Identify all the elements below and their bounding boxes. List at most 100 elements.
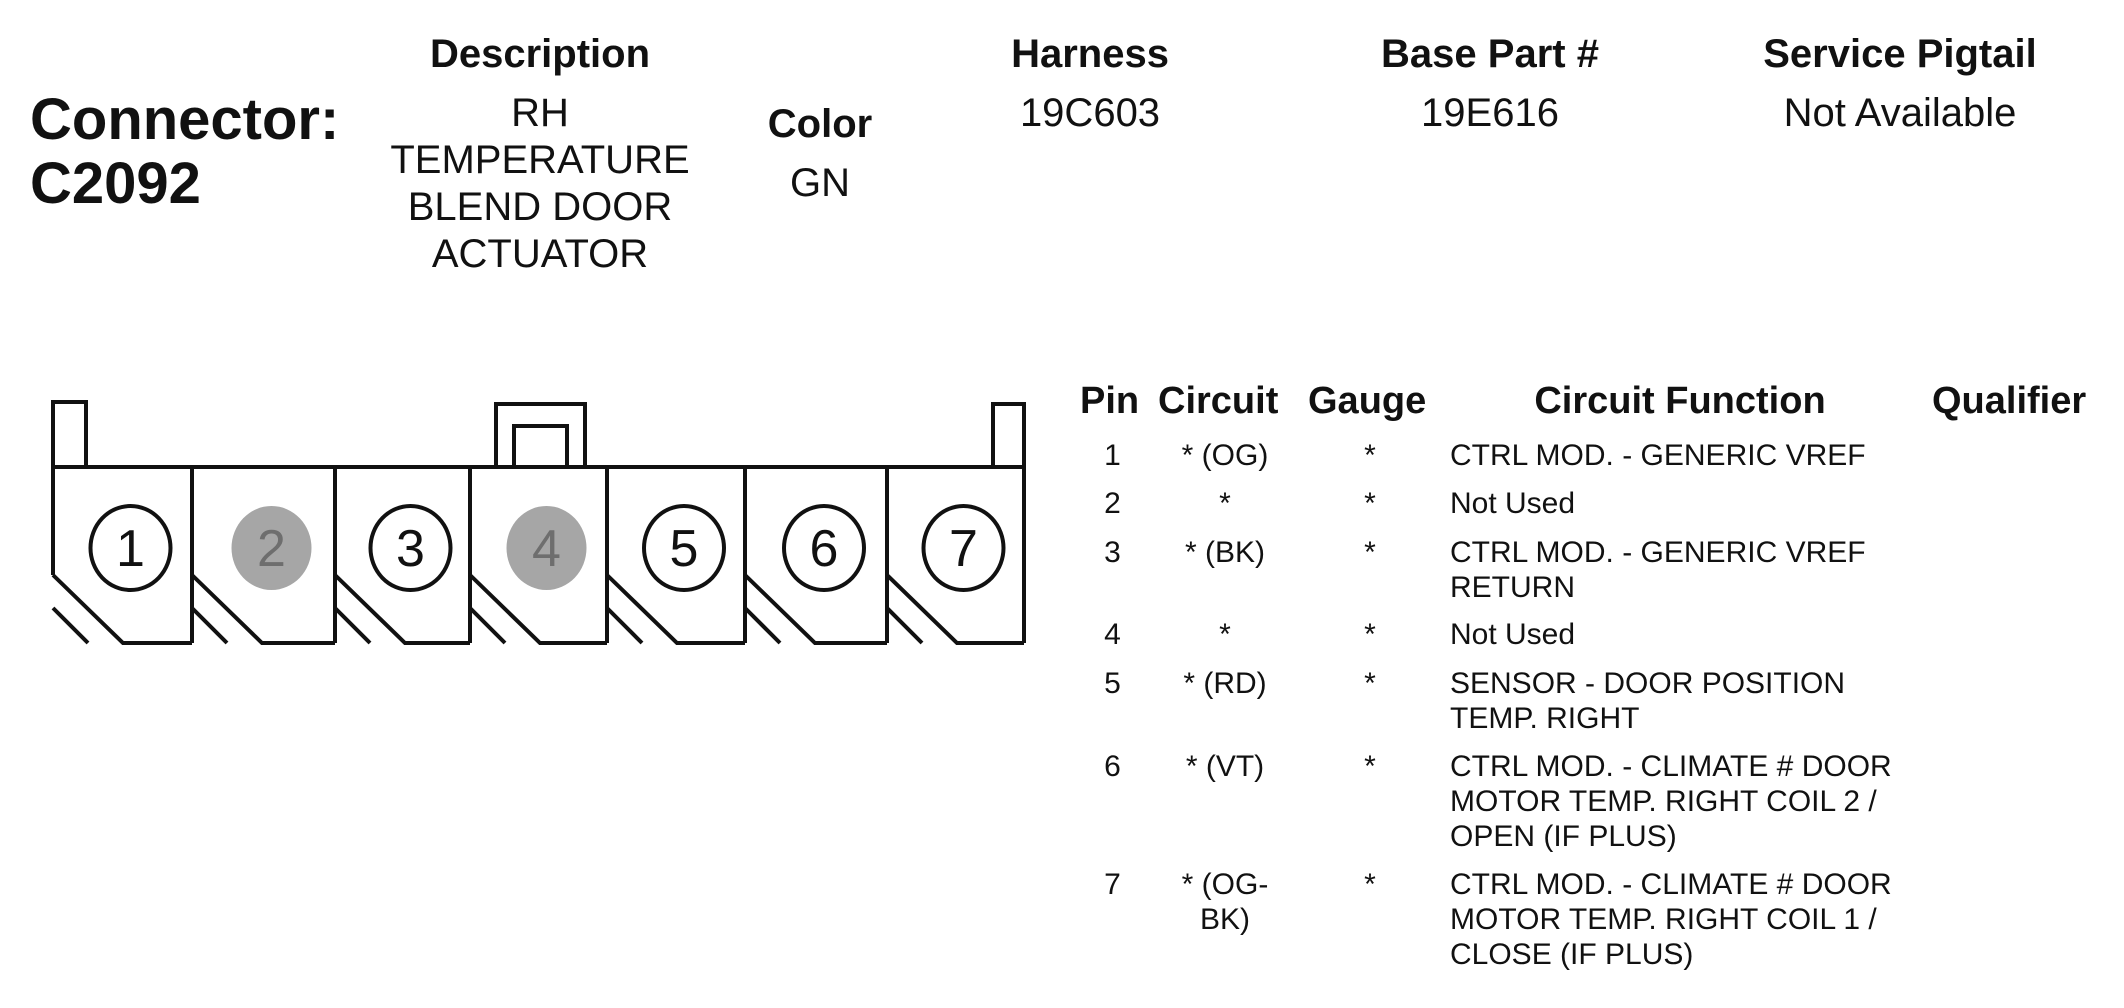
- circuit-cell: * (VT): [1160, 749, 1290, 784]
- cavity-chamfer-line: [605, 606, 644, 645]
- function-line: RETURN: [1450, 571, 1575, 604]
- pin-cell: 5: [1104, 667, 1121, 700]
- description-line: BLEND DOOR: [407, 185, 673, 229]
- circuit-line: * (VT): [1185, 750, 1265, 783]
- pin-cavity-used: [88, 504, 173, 592]
- pin-cell: 6: [1104, 750, 1121, 783]
- pin-cavity-used: [921, 504, 1006, 592]
- function-line: Not Used: [1450, 618, 1576, 651]
- base-part-value: 19E616: [1421, 91, 1559, 135]
- circuit-function-cell: CTRL MOD. - GENERIC VREF: [1450, 438, 1950, 473]
- cavity-chamfer: [885, 573, 1024, 645]
- function-line: CTRL MOD. - GENERIC VREF: [1450, 536, 1866, 569]
- gauge-cell: *: [1364, 618, 1376, 651]
- circuit-line: *: [1219, 618, 1231, 651]
- circuit-line: * (OG): [1181, 439, 1269, 472]
- pin-cavity-used: [368, 504, 453, 592]
- cavity: 4: [468, 467, 609, 645]
- circuit-line: * (OG-: [1181, 868, 1269, 901]
- cavity-chamfer: [190, 573, 335, 645]
- pin-cell: 1: [1104, 439, 1121, 472]
- function-line: MOTOR TEMP. RIGHT COIL 2 /: [1450, 785, 1877, 818]
- circuit-cell: * (BK): [1160, 535, 1290, 570]
- qualifier-column-header: Qualifier: [1932, 380, 2087, 422]
- description-line: ACTUATOR: [431, 232, 649, 276]
- gauge-column-header: Gauge: [1308, 380, 1427, 422]
- gauge-cell: *: [1364, 750, 1376, 783]
- function-line: CTRL MOD. - CLIMATE # DOOR: [1450, 868, 1892, 901]
- pin-number-label: 6: [810, 520, 839, 578]
- circuit-cell: * (OG-BK): [1160, 867, 1290, 937]
- function-line: Not Used: [1450, 487, 1576, 520]
- function-line: CLOSE (IF PLUS): [1450, 938, 1694, 971]
- function-line: OPEN (IF PLUS): [1450, 820, 1677, 853]
- circuit-line: BK): [1199, 903, 1250, 936]
- color-value: GN: [790, 161, 850, 205]
- gauge-cell: *: [1364, 536, 1376, 569]
- cavity-chamfer: [743, 573, 887, 645]
- gauge-cell: *: [1364, 667, 1376, 700]
- pin-number-label: 7: [949, 520, 978, 578]
- cavity-chamfer-line: [468, 606, 507, 645]
- cavity: 3: [333, 467, 472, 645]
- center-lock-tab: [494, 402, 587, 467]
- cavity: 1: [51, 467, 194, 645]
- pin-cavity-used: [642, 504, 726, 592]
- function-line: CTRL MOD. - GENERIC VREF: [1450, 439, 1866, 472]
- description-header: Description: [429, 32, 651, 76]
- pin-cavity-used: [782, 504, 866, 592]
- circuit-line: *: [1219, 487, 1231, 520]
- description-value: RH TEMPERATURE BLEND DOOR ACTUATOR: [370, 90, 710, 278]
- pin-number-label: 3: [396, 520, 425, 578]
- connector-id: C2092: [30, 151, 201, 216]
- pin-number-label: 1: [116, 520, 145, 578]
- circuit-function-cell: Not Used: [1450, 486, 1950, 521]
- pin-number-label: 2: [257, 520, 286, 578]
- gauge-cell: *: [1364, 868, 1376, 901]
- circuit-cell: * (RD): [1160, 666, 1290, 701]
- connector-label: Connector: C2092: [30, 88, 339, 216]
- function-line: CTRL MOD. - CLIMATE # DOOR: [1450, 750, 1892, 783]
- cavity-chamfer: [51, 573, 192, 645]
- circuit-cell: *: [1160, 486, 1290, 521]
- cavity: 7: [885, 504, 1024, 645]
- color-header: Color: [767, 102, 873, 146]
- cavity-chamfer-line: [190, 606, 229, 645]
- description-line: RH: [511, 91, 569, 135]
- cavity-chamfer-line: [743, 606, 782, 645]
- function-line: SENSOR - DOOR POSITION: [1450, 667, 1846, 700]
- circuit-cell: * (OG): [1160, 438, 1290, 473]
- function-line: TEMP. RIGHT: [1450, 702, 1640, 735]
- pin-number-label: 5: [670, 520, 699, 578]
- description-line: TEMPERATURE: [390, 138, 690, 182]
- service-pigtail-value: Not Available: [1783, 91, 2017, 135]
- connector-label-line1: Connector:: [30, 87, 340, 152]
- cavity-chamfer: [468, 573, 607, 645]
- cavity: 5: [605, 467, 747, 645]
- circuit-line: * (RD): [1183, 667, 1267, 700]
- harness-value: 19C603: [1019, 91, 1161, 135]
- function-line: MOTOR TEMP. RIGHT COIL 1 /: [1450, 903, 1877, 936]
- pin-cell: 4: [1104, 618, 1121, 651]
- pin-cavity-unused: [231, 506, 312, 590]
- circuit-line: * (BK): [1184, 536, 1265, 569]
- cavity: 2: [190, 467, 337, 645]
- pin-cavity-unused: [506, 506, 587, 590]
- circuit-column-header: Circuit: [1158, 380, 1279, 422]
- circuit-function-cell: Not Used: [1450, 617, 1950, 652]
- pin-cell: 7: [1104, 868, 1121, 901]
- left-latch: [51, 400, 88, 467]
- right-latch: [991, 402, 1026, 467]
- pin-cell: 3: [1104, 536, 1121, 569]
- service-pigtail-header: Service Pigtail: [1763, 32, 2037, 76]
- cavity: 6: [743, 467, 889, 645]
- pin-column-header: Pin: [1080, 380, 1140, 422]
- cavity-chamfer: [605, 573, 745, 645]
- cavity-chamfer-line: [885, 606, 924, 645]
- gauge-cell: *: [1364, 487, 1376, 520]
